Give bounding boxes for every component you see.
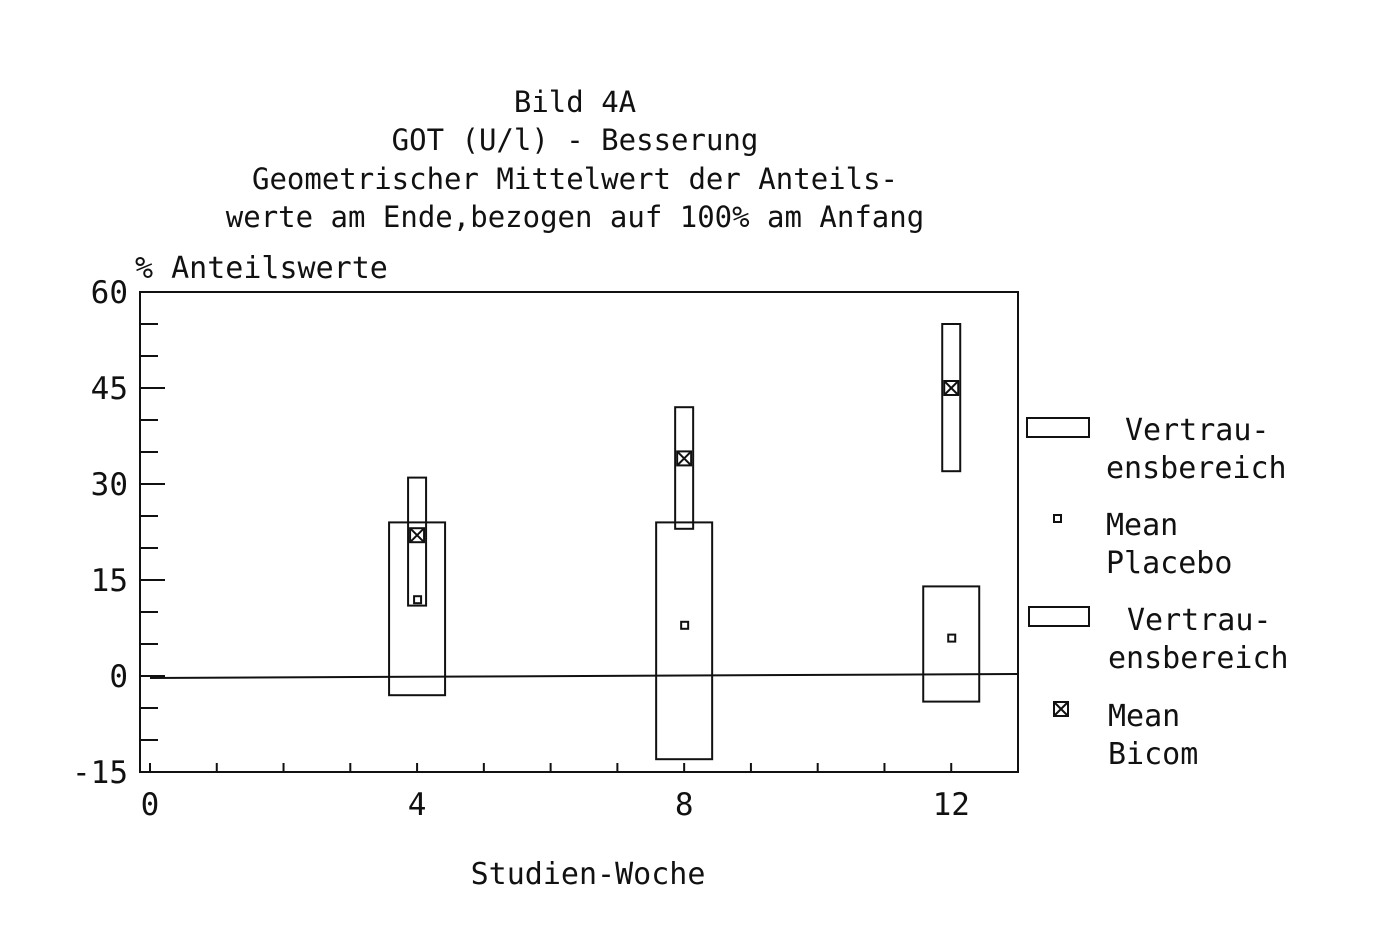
legend-ci-placebo-swatch — [1026, 417, 1090, 438]
legend-mean-bicom-line2: Bicom — [1108, 737, 1198, 772]
placebo-ci-box — [388, 521, 447, 697]
series-layer — [388, 323, 981, 761]
legend-mean-bicom-swatch — [1053, 701, 1069, 717]
zero-reference-line — [149, 673, 1019, 679]
legend-ci-bicom-line1: Vertrau- — [1127, 603, 1272, 638]
placebo-mean-point — [680, 620, 690, 630]
x-tick-label: 12 — [933, 787, 970, 823]
bicom-mean-point — [409, 527, 426, 544]
legend-mean-placebo-line1: Mean — [1106, 508, 1178, 543]
placebo-ci-box — [655, 521, 714, 761]
y-axis: -15 0 15 30 45 60 — [72, 275, 165, 791]
legend-ci-bicom-line2: ensbereich — [1108, 641, 1289, 676]
bicom-mean-point — [676, 450, 693, 467]
legend: Vertrau- ensbereich Mean Placebo Vertrau… — [1026, 413, 1289, 772]
legend-mean-placebo-line2: Placebo — [1106, 546, 1232, 581]
placebo-mean-point — [413, 595, 423, 605]
bicom-ci-box — [407, 476, 428, 607]
y-tick-label: 60 — [91, 275, 128, 311]
y-tick-label: 30 — [91, 467, 128, 503]
bicom-ci-box — [674, 406, 695, 530]
title-line-2: GOT (U/l) - Besserung — [392, 123, 759, 157]
x-axis: 0 4 8 12 — [141, 763, 1019, 823]
title-line-1: Bild 4A — [514, 85, 636, 119]
legend-ci-placebo-line2: ensbereich — [1106, 451, 1287, 486]
bicom-ci-box — [941, 323, 962, 473]
y-tick-label: -15 — [72, 755, 128, 791]
y-tick-label: 15 — [91, 563, 128, 599]
legend-mean-bicom-line1: Mean — [1108, 699, 1180, 734]
bicom-mean-point — [943, 380, 960, 396]
title-line-3: Geometrischer Mittelwert der Anteils- — [252, 162, 898, 196]
y-tick-label: 45 — [91, 371, 128, 407]
title-line-4: werte am Ende,bezogen auf 100% am Anfang — [226, 200, 924, 234]
x-tick-label: 4 — [408, 787, 427, 823]
y-axis-label: % Anteilswerte — [135, 251, 388, 286]
placebo-mean-point — [947, 633, 957, 643]
plot-frame — [139, 291, 1019, 773]
legend-mean-placebo-swatch — [1053, 514, 1062, 523]
placebo-ci-box — [922, 585, 981, 703]
legend-ci-placebo-line1: Vertrau- — [1125, 413, 1270, 448]
legend-ci-bicom-swatch — [1028, 606, 1090, 627]
y-tick-label: 0 — [109, 659, 128, 695]
chart-title: Bild 4A GOT (U/l) - Besserung Geometrisc… — [226, 85, 924, 234]
x-tick-label: 0 — [141, 787, 160, 823]
x-axis-label: Studien-Woche — [471, 857, 706, 892]
x-tick-label: 8 — [675, 787, 694, 823]
